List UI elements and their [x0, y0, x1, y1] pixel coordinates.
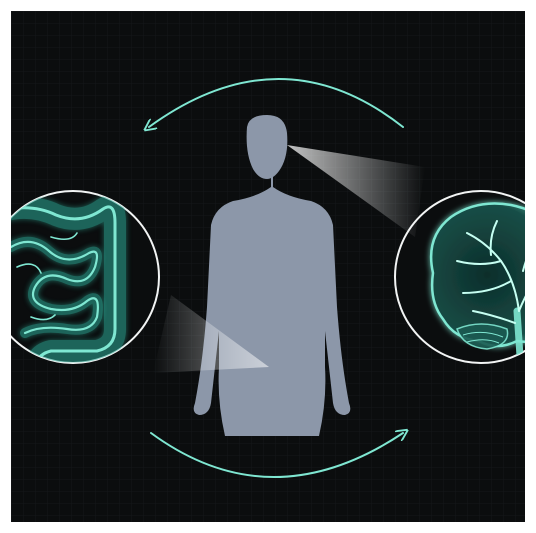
gut-brain-axis-diagram: [11, 11, 525, 522]
diagram-canvas: [11, 11, 525, 522]
